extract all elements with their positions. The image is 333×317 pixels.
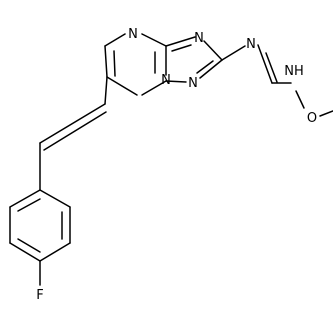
fluorophenyl-ring <box>9 189 71 286</box>
bond <box>9 189 41 208</box>
bond <box>104 33 126 47</box>
bond <box>39 103 106 144</box>
atom-label-o: O <box>307 111 317 126</box>
bond <box>319 110 333 117</box>
bond <box>17 198 41 212</box>
bond <box>106 76 138 96</box>
bond <box>171 44 192 52</box>
bond <box>221 45 246 61</box>
bond <box>17 238 41 253</box>
bond <box>203 40 223 61</box>
bond <box>39 242 71 262</box>
formamidine-side-chain <box>198 44 333 117</box>
bond <box>165 36 196 47</box>
vinyl-linker <box>39 76 108 191</box>
triazole-ring <box>165 36 223 83</box>
bond <box>199 59 223 79</box>
bond <box>198 60 222 70</box>
bond <box>295 90 305 109</box>
bond <box>141 33 167 47</box>
bond <box>257 44 273 84</box>
atom-label-n: N <box>161 73 171 88</box>
bond <box>165 80 187 83</box>
atom-label-n: N <box>188 76 198 91</box>
bond <box>39 189 71 208</box>
atom-label-n: N <box>128 27 138 42</box>
bond <box>196 60 214 74</box>
bond <box>104 76 108 105</box>
atom-label-n: N <box>246 37 256 52</box>
pyrimidine-ring <box>104 33 167 96</box>
atom-label-nh: NH <box>284 64 304 79</box>
bond <box>113 50 116 77</box>
bond <box>265 52 278 83</box>
bond <box>9 242 41 262</box>
bond <box>104 45 108 78</box>
bond <box>141 80 167 96</box>
atom-label-n: N <box>194 31 204 46</box>
bond <box>43 111 107 151</box>
atom-label-f: F <box>36 288 43 303</box>
